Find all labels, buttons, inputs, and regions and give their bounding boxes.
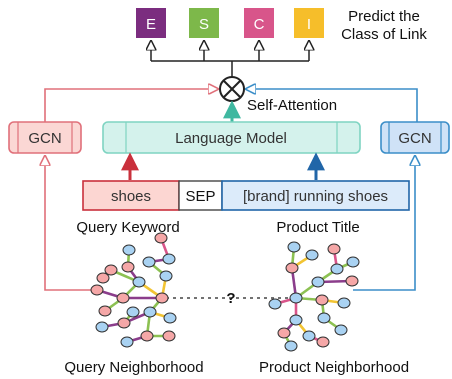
product-neighborhood-label: Product Neighborhood [259, 359, 409, 376]
class-fanout-arrows [151, 41, 309, 77]
unknown-link-question: ? [226, 290, 235, 307]
gcn-right-box [380, 121, 450, 154]
product-token-text: [brand] running shoes [243, 188, 388, 205]
class-label-i: I [307, 16, 311, 33]
query-neighborhood-to-gcn [45, 156, 97, 291]
language-model-label: Language Model [175, 130, 287, 147]
sep-token-box [178, 180, 223, 211]
class-box-i [294, 8, 324, 38]
gcn-right-to-aggregator [246, 89, 418, 122]
class-label-s: S [199, 16, 209, 33]
query-neighborhood-label: Query Neighborhood [64, 359, 203, 376]
predict-label-line2: Class of Link [341, 26, 427, 43]
class-outputs: E S C I [136, 8, 324, 38]
class-box-c [244, 8, 274, 38]
gcn-left-box [8, 121, 82, 154]
language-model-box [102, 121, 361, 154]
product-neighborhood-graph [268, 241, 360, 352]
class-box-s [189, 8, 219, 38]
gcn-left-to-aggregator [44, 89, 218, 122]
query-keyword-label: Query Keyword [76, 219, 179, 236]
gcn-right-label: GCN [398, 130, 431, 147]
product-neighborhood-to-gcn [353, 156, 415, 291]
class-label-c: C [254, 16, 265, 33]
class-label-e: E [146, 16, 156, 33]
aggregator-icon [219, 76, 245, 102]
sep-token-text: SEP [185, 188, 215, 205]
class-box-e [136, 8, 166, 38]
query-token-box [82, 180, 180, 211]
query-neighborhood-graph [90, 232, 177, 348]
predict-label-line1: Predict the [348, 8, 420, 25]
product-title-label: Product Title [276, 219, 359, 236]
product-token-box [221, 180, 410, 211]
self-attention-label: Self-Attention [247, 97, 337, 114]
query-token-text: shoes [111, 188, 151, 205]
gcn-left-label: GCN [28, 130, 61, 147]
